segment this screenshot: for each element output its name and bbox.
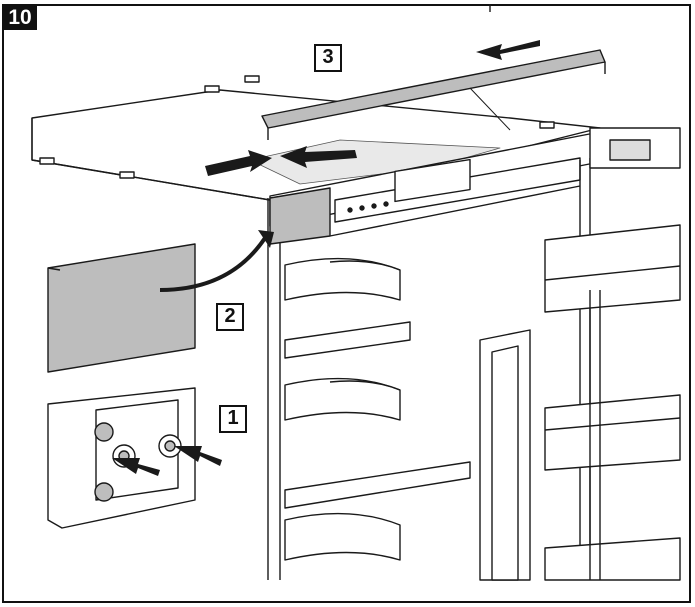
cabinet-outline [267,127,681,580]
callout-1: 1 [219,405,247,433]
control-panel [269,129,611,227]
arrow-curved-insert [159,236,267,292]
interior-shelves-left [284,257,471,561]
door-bins-right [544,224,681,581]
callout-3: 3 [314,44,342,72]
arrow-screw-1 [112,458,160,476]
arrow-curved-head [258,230,274,248]
arrow-trim-left [476,40,540,60]
figure-frame [2,4,691,603]
arrows [112,40,540,476]
arrow-screw-2 [174,446,222,466]
top-cover-panel [31,75,601,201]
arrow-panel-left [280,146,357,168]
top-trim-strip [261,49,606,140]
center-divider [479,329,531,581]
side-cover-panel [47,243,196,373]
callout-2: 2 [216,303,244,331]
step-number-badge: 10 [3,6,37,30]
arrow-panel-right [205,150,272,176]
